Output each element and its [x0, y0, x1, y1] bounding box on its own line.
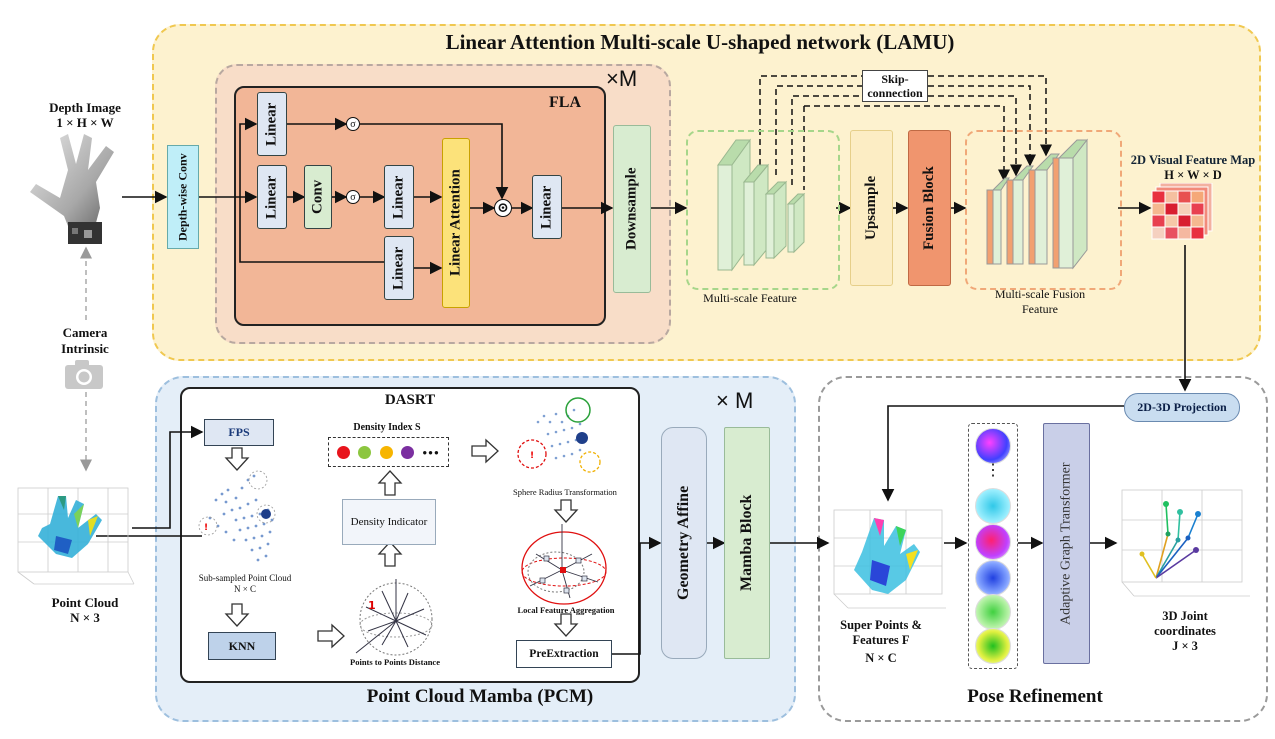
local-aggregation-icon — [521, 524, 607, 605]
point-cloud-dim: N × 3 — [70, 610, 100, 625]
points-distance-label: Points to Points Distance — [350, 657, 440, 667]
density-index-bar: ●●● — [328, 437, 449, 467]
fla-title: FLA — [549, 94, 581, 111]
linear-box-top: Linear — [257, 92, 287, 156]
local-aggregation-label: Local Feature Aggregation — [517, 605, 615, 615]
density-dot-red — [337, 445, 351, 459]
joints-label: 3D Joint coordinates — [1154, 609, 1216, 638]
sphere-radius-icon: ! — [517, 397, 601, 473]
point-cloud-title: Point Cloud — [51, 595, 119, 610]
depth-image-hand — [30, 134, 114, 244]
patch-vdots: ⋮ — [985, 462, 1001, 479]
fla-repeat-label: ×M — [606, 66, 638, 91]
density-dot-yellow — [379, 445, 393, 459]
pcm-repeat-label: × M — [716, 388, 754, 413]
subsampled-label: Sub-sampled Point Cloud — [198, 573, 292, 583]
density-dots-more: ●●● — [422, 447, 440, 457]
odot-icon: ⊙ — [494, 199, 512, 217]
feature-map-icon — [1151, 183, 1213, 240]
fusion-block-box: Fusion Block — [908, 130, 951, 286]
multiscale-feature-label: Multi-scale Feature — [703, 291, 797, 305]
mamba-block-box: Mamba Block — [724, 427, 770, 659]
lamu-title: Linear Attention Multi-scale U-shaped ne… — [445, 30, 955, 54]
super-points-label: Super Points & Features F — [840, 618, 922, 647]
camera-intrinsic-label: Camera Intrinsic — [61, 325, 109, 356]
svg-text:!: ! — [204, 523, 208, 533]
patch-list-frame — [968, 423, 1018, 669]
knn-box: KNN — [208, 632, 276, 660]
preextraction-box: PreExtraction — [516, 640, 612, 668]
super-points-icon — [833, 509, 946, 609]
density-dot-purple — [401, 445, 415, 459]
feature-map-dim: H × W × D — [1164, 168, 1222, 182]
super-points-dim: N × C — [865, 651, 897, 665]
patch-icon-1 — [975, 428, 1011, 464]
pcm-title: Point Cloud Mamba (PCM) — [366, 686, 594, 707]
upsample-box: Upsample — [850, 130, 893, 286]
conv-box: Conv — [304, 165, 332, 229]
linear-box-mid: Linear — [257, 165, 287, 229]
depth-image-dim: 1 × H × W — [56, 115, 114, 130]
svg-text:!: ! — [530, 451, 534, 461]
pose-title: Pose Refinement — [967, 686, 1103, 707]
geometry-affine-box: Geometry Affine — [661, 427, 707, 659]
dasrt-title: DASRT — [384, 392, 436, 408]
points-distance-icon: 1 — [355, 579, 433, 656]
patch-icon-6 — [975, 628, 1011, 664]
linear-box-out: Linear — [532, 175, 562, 239]
downsample-box: Downsample — [613, 125, 651, 293]
multiscale-feature-frame — [686, 130, 840, 290]
joints-dim: J × 3 — [1172, 639, 1198, 653]
multiscale-fusion-frame — [965, 130, 1122, 290]
subsampled-cloud-icon: ! — [198, 470, 276, 562]
depthwise-conv-box: Depth-wise Conv — [167, 145, 199, 249]
camera-icon — [65, 360, 103, 389]
subsampled-dim: N × C — [233, 584, 257, 594]
projection-box: 2D-3D Projection — [1124, 393, 1240, 422]
linear-box-k: Linear — [384, 236, 414, 300]
multiscale-fusion-slabs — [986, 138, 1089, 270]
joint-coordinates-icon — [1121, 489, 1250, 597]
linear-box-q: Linear — [384, 165, 414, 229]
sigma-icon-mid: σ — [346, 190, 360, 204]
depth-image-title: Depth Image — [49, 100, 121, 115]
skip-connection-box: Skip-connection — [862, 70, 928, 102]
sphere-radius-label: Sphere Radius Transformation — [513, 487, 617, 497]
point-cloud-icon — [17, 487, 135, 585]
linear-attention-box: Linear Attention — [442, 138, 470, 308]
density-index-label: Density Index S — [353, 422, 421, 433]
patch-icon-2 — [975, 488, 1011, 524]
feature-map-title: 2D Visual Feature Map — [1130, 153, 1256, 167]
svg-text:1: 1 — [368, 599, 376, 612]
patch-icon-5 — [975, 594, 1011, 630]
patch-icon-4 — [975, 560, 1011, 596]
fps-box: FPS — [204, 419, 274, 446]
agt-box: Adaptive Graph Transformer — [1043, 423, 1090, 664]
density-indicator-box: Density Indicator — [342, 499, 436, 545]
patch-icon-3 — [975, 524, 1011, 560]
density-dot-green — [358, 445, 372, 459]
sigma-icon-top: σ — [346, 117, 360, 131]
multiscale-fusion-label: Multi-scale Fusion Feature — [994, 287, 1086, 316]
multiscale-feature-slabs — [717, 138, 806, 272]
